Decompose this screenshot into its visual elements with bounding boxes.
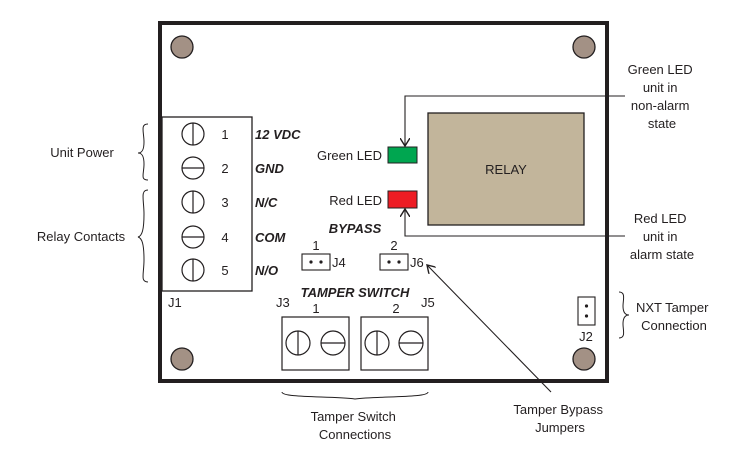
terminal-label: COM: [255, 230, 287, 245]
j5-label: J5: [421, 295, 435, 310]
tamper-switch-title: TAMPER SWITCH: [301, 285, 410, 300]
j2-label: J2: [579, 329, 593, 344]
relay-label: RELAY: [485, 162, 527, 177]
jumper-j2: [577, 296, 596, 326]
mounting-hole-bottom-right: [572, 347, 596, 371]
terminal-screw-2: [181, 156, 205, 180]
terminal-screw-4: [181, 225, 205, 249]
terminal-label: 12 VDC: [255, 127, 301, 142]
tamper-screw-2: [320, 330, 346, 356]
jumper-j4: [301, 253, 331, 271]
jumper-j6: [379, 253, 409, 271]
terminal-number: 4: [221, 230, 228, 245]
terminal-number: 2: [221, 161, 228, 176]
jumper-j4-pin: [319, 260, 323, 264]
tamper-block-1-number: 1: [312, 301, 319, 316]
terminal-label: GND: [255, 161, 285, 176]
mounting-hole-top-left: [170, 35, 194, 59]
tamper-bypass-arrow: [427, 265, 552, 393]
tamper-block-2-number: 2: [392, 301, 399, 316]
unit-power-callout: Unit Power: [50, 145, 114, 160]
jumper-j2-pin: [584, 314, 589, 318]
j3-label: J3: [276, 295, 290, 310]
terminal-number: 1: [221, 127, 228, 142]
jumper-j4-pin: [309, 260, 313, 264]
green-led-callout-line: [405, 95, 625, 146]
tamper-screw-3: [364, 330, 390, 356]
red-led-label: Red LED: [329, 193, 382, 208]
relay-contacts-brace: [137, 189, 149, 283]
jumper-j6-label: J6: [410, 255, 424, 270]
nxt-tamper-callout: NXT Tamper Connection: [636, 300, 712, 333]
tamper-screw-4: [398, 330, 424, 356]
unit-power-brace: [137, 123, 149, 181]
bypass-title: BYPASS: [329, 221, 382, 236]
green-led-label: Green LED: [317, 148, 382, 163]
red-led-state-callout: Red LED unit in alarm state: [630, 211, 694, 262]
terminal-screw-3: [181, 190, 205, 214]
j1-terminal-block: [161, 116, 253, 292]
jumper-j2-pin: [584, 304, 589, 308]
terminal-label: N/C: [255, 195, 278, 210]
jumper-j4-label: J4: [332, 255, 346, 270]
relay: [427, 112, 585, 226]
nxt-tamper-brace: [618, 291, 630, 339]
red-led: [387, 190, 418, 209]
jumper-j4-number: 1: [312, 238, 319, 253]
green-led: [387, 146, 418, 164]
jumper-j6-pin: [397, 260, 401, 264]
terminal-screw-5: [181, 258, 205, 282]
tamper-switch-connections-callout: Tamper Switch Connections: [311, 409, 400, 442]
relay-contacts-callout: Relay Contacts: [37, 229, 126, 244]
terminal-number: 5: [221, 263, 228, 278]
terminal-number: 3: [221, 195, 228, 210]
terminal-label: N/O: [255, 263, 278, 278]
tamper-switch-connections-brace: [281, 391, 429, 400]
jumper-j6-pin: [387, 260, 391, 264]
terminal-screw-1: [181, 122, 205, 146]
mounting-hole-bottom-left: [170, 347, 194, 371]
jumper-j6-number: 2: [390, 238, 397, 253]
tamper-screw-1: [285, 330, 311, 356]
j1-label: J1: [168, 295, 182, 310]
green-led-state-callout: Green LED unit in non-alarm state: [628, 62, 697, 131]
red-led-callout-line: [405, 209, 625, 237]
mounting-hole-top-right: [572, 35, 596, 59]
tamper-bypass-jumpers-callout: Tamper Bypass Jumpers: [513, 402, 606, 435]
